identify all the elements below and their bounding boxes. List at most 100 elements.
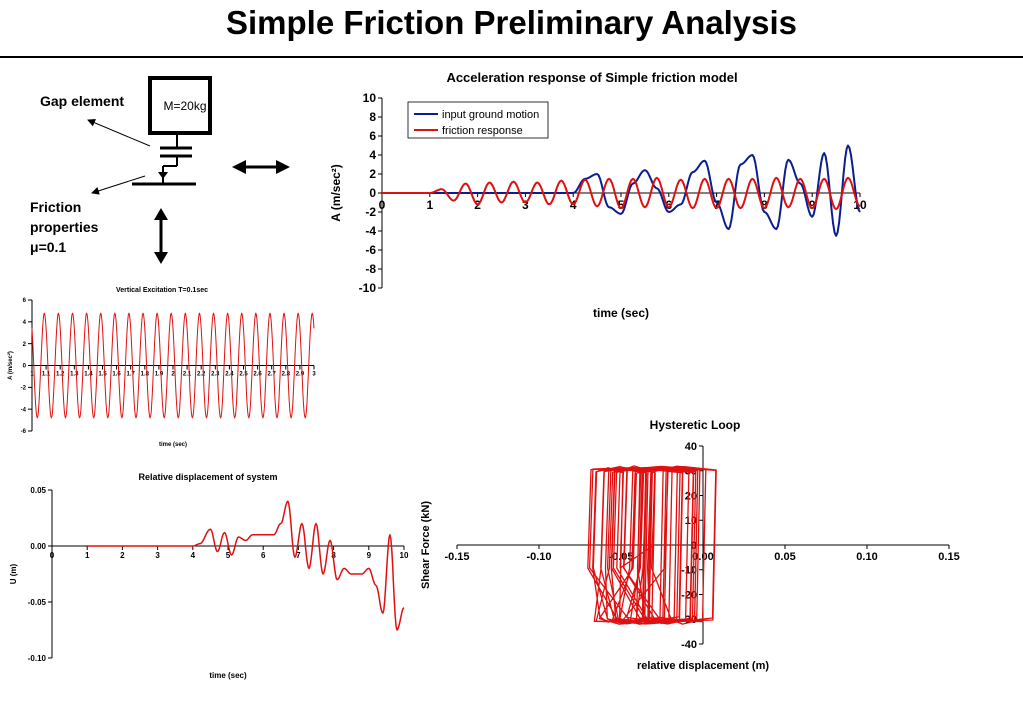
x-tick-label: 2.4	[225, 372, 234, 378]
y-tick-label: 2	[23, 342, 27, 348]
x-tick-label: 1	[30, 372, 34, 378]
x-tick-label: 1.3	[70, 372, 79, 378]
chart-title: Relative displacement of system	[138, 472, 277, 482]
x-tick-label: 10	[400, 551, 409, 560]
series-hysteretic-loop	[587, 465, 717, 625]
x-axis-label: time (sec)	[593, 306, 649, 320]
displacement-chart: Relative displacement of system 0.05 0.00 -…	[9, 472, 409, 680]
x-tick-label: 1.6	[112, 372, 121, 378]
chart-title: Vertical Excitation T=0.1sec	[116, 287, 208, 294]
y-tick-label: -4	[21, 407, 27, 413]
legend-entry: input ground motion	[442, 109, 539, 121]
y-tick-label: -0.10	[28, 654, 47, 663]
page-title: Simple Friction Preliminary Analysis	[226, 4, 797, 41]
x-tick-label: 5	[618, 198, 625, 212]
x-tick-label: 6	[261, 551, 266, 560]
legend	[407, 101, 549, 139]
x-tick-label: 1.8	[141, 372, 150, 378]
y-tick-label: -10	[359, 281, 377, 295]
y-tick-label: -6	[365, 243, 376, 257]
x-tick-label: 2.6	[253, 372, 262, 378]
title-divider	[0, 56, 1023, 58]
y-tick-label: 0	[23, 364, 27, 370]
x-tick-label: 9	[809, 198, 816, 212]
x-tick-label: 2.1	[183, 372, 192, 378]
y-tick-label: -10	[681, 565, 697, 577]
x-axis-label: time (sec)	[159, 442, 187, 448]
series-input-ground-motion	[382, 144, 861, 237]
y-tick-label: 0	[369, 186, 376, 200]
x-tick-label: 0.15	[938, 551, 959, 563]
y-tick-label: 40	[685, 441, 697, 453]
x-axis-label: time (sec)	[209, 671, 247, 680]
mass-label: M=20kg	[163, 99, 206, 113]
x-tick-label: 1.9	[155, 372, 164, 378]
x-tick-label: 2	[171, 372, 175, 378]
y-tick-label: 4	[23, 320, 27, 326]
x-tick-label: 4	[191, 551, 196, 560]
y-tick-label: 6	[23, 298, 27, 304]
y-tick-label: 10	[363, 91, 377, 105]
x-tick-label: 6	[665, 198, 672, 212]
y-tick-label: 2	[369, 167, 376, 181]
friction-label-line1: Friction	[30, 199, 81, 215]
x-tick-label: 1	[85, 551, 90, 560]
x-tick-label: -0.15	[444, 551, 469, 563]
friction-label-line3: μ=0.1	[30, 239, 66, 255]
x-tick-label: 2.2	[197, 372, 206, 378]
x-tick-label: 1.1	[42, 372, 51, 378]
x-tick-label: 7	[713, 198, 720, 212]
x-tick-label: 5	[226, 551, 231, 560]
x-tick-label: 3	[155, 551, 160, 560]
gap-element-label: Gap element	[40, 93, 124, 109]
x-tick-label: 2.3	[211, 372, 220, 378]
x-tick-label: 0.10	[856, 551, 877, 563]
y-tick-label: -2	[365, 205, 376, 219]
hysteretic-loop-chart: Hysteretic Loop403020100-10-20-30-40-0.1…	[420, 418, 960, 672]
x-tick-label: 3	[522, 198, 529, 212]
y-axis-label: U (m)	[9, 563, 18, 584]
x-tick-label: 7	[296, 551, 301, 560]
y-axis-label: A (m/sec²)	[7, 351, 14, 380]
x-tick-label: 1.7	[127, 372, 136, 378]
x-tick-label: 1	[426, 198, 433, 212]
x-tick-label: 0	[50, 551, 55, 560]
y-axis-label: A (m/sec²)	[329, 164, 343, 222]
x-tick-label: 2	[120, 551, 125, 560]
x-tick-label: 1.4	[84, 372, 93, 378]
legend-entry: friction response	[442, 125, 523, 137]
x-tick-label: 1.2	[56, 372, 65, 378]
x-tick-label: 1.5	[98, 372, 107, 378]
y-tick-label: -8	[365, 262, 376, 276]
friction-model-diagram: M=20kg Gap element Friction properties μ…	[30, 76, 290, 264]
x-tick-label: 3	[312, 372, 316, 378]
y-tick-label: -2	[21, 385, 27, 391]
x-tick-label: 0	[379, 198, 386, 212]
acceleration-chart: Acceleration response of Simple friction…	[329, 70, 867, 320]
gap-pointer-arrow	[87, 119, 151, 147]
x-tick-label: 2.7	[268, 372, 277, 378]
x-tick-label: 0.05	[774, 551, 795, 563]
x-tick-label: -0.10	[526, 551, 551, 563]
friction-label-line2: properties	[30, 219, 99, 235]
y-tick-label: -0.05	[28, 598, 47, 607]
y-tick-label: 4	[369, 148, 376, 162]
y-tick-label: 8	[369, 110, 376, 124]
y-tick-label: 0.00	[30, 542, 46, 551]
x-tick-label: 2.5	[239, 372, 248, 378]
x-axis-label: relative displacement (m)	[637, 660, 769, 672]
x-tick-label: 8	[761, 198, 768, 212]
friction-pointer-arrow	[91, 175, 146, 195]
y-tick-label: -40	[681, 639, 697, 651]
series-friction-response	[382, 176, 861, 211]
chart-title: Acceleration response of Simple friction…	[446, 70, 737, 85]
friction-slider-icon	[158, 172, 168, 179]
series-relative-displacement	[87, 500, 405, 631]
y-axis-label: Shear Force (kN)	[420, 501, 432, 589]
mass-block	[148, 76, 212, 135]
x-tick-label: 2.8	[282, 372, 291, 378]
y-tick-label: -4	[365, 224, 376, 238]
y-tick-label: 6	[369, 129, 376, 143]
y-tick-label: 0.05	[30, 486, 46, 495]
